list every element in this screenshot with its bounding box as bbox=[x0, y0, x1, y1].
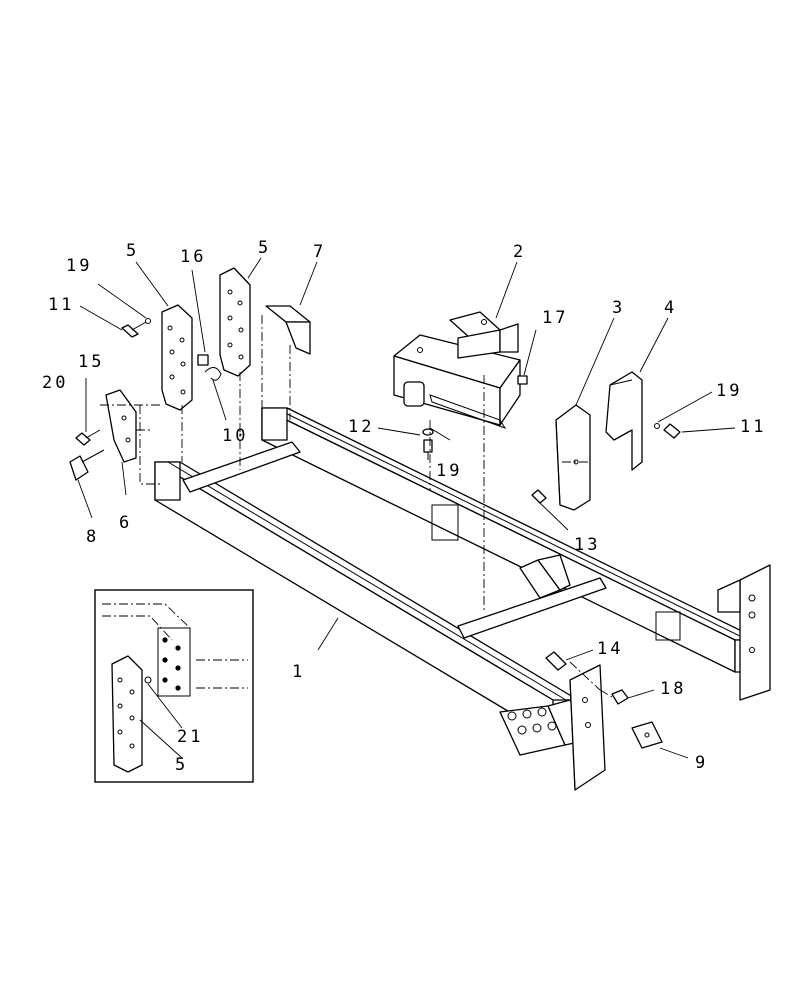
callout-16: 16 bbox=[180, 247, 206, 267]
callout-2: 2 bbox=[513, 242, 526, 262]
detail-inset bbox=[94, 589, 254, 783]
plate-5-left bbox=[161, 304, 193, 411]
callout-20: 20 bbox=[42, 373, 68, 393]
bolt-13 bbox=[531, 489, 547, 504]
pin-8 bbox=[69, 449, 105, 481]
callout-5-inset: 5 bbox=[175, 755, 188, 775]
callout-5-upper: 5 bbox=[258, 238, 271, 258]
plate-9 bbox=[631, 721, 663, 749]
callout-6: 6 bbox=[119, 513, 132, 533]
callout-3: 3 bbox=[612, 298, 625, 318]
plate-4 bbox=[605, 371, 643, 471]
callout-9: 9 bbox=[695, 753, 708, 773]
callout-21: 21 bbox=[177, 727, 203, 747]
callout-1: 1 bbox=[292, 662, 305, 682]
callout-18: 18 bbox=[660, 679, 686, 699]
bolt-11-right bbox=[654, 423, 681, 439]
callout-19-right: 19 bbox=[716, 381, 742, 401]
leader-lines bbox=[77, 257, 736, 759]
callout-12: 12 bbox=[348, 417, 374, 437]
pin-16 bbox=[197, 354, 209, 366]
bolt-14 bbox=[545, 651, 567, 671]
bolt-20 bbox=[75, 429, 101, 446]
callout-11-right: 11 bbox=[740, 417, 766, 437]
callout-5-left: 5 bbox=[126, 241, 139, 261]
callout-15: 15 bbox=[78, 352, 104, 372]
callout-11-left: 11 bbox=[48, 295, 74, 315]
callout-8: 8 bbox=[86, 527, 99, 547]
callout-4: 4 bbox=[664, 298, 677, 318]
bracket-6 bbox=[105, 389, 137, 463]
alignment-lines bbox=[100, 315, 613, 698]
nut-17 bbox=[517, 375, 528, 385]
nut-18 bbox=[611, 689, 629, 705]
bracket-7 bbox=[265, 305, 311, 355]
bolt-11-left bbox=[121, 321, 147, 338]
hitch-box-2 bbox=[393, 311, 521, 429]
main-frame bbox=[154, 407, 771, 791]
callout-10: 10 bbox=[222, 426, 248, 446]
plate-5-upper bbox=[219, 267, 251, 377]
bolt-12 bbox=[422, 428, 434, 460]
plate-3 bbox=[555, 404, 591, 511]
callout-19-center: 19 bbox=[436, 461, 462, 481]
callout-17: 17 bbox=[542, 308, 568, 328]
callout-7: 7 bbox=[313, 242, 326, 262]
callout-labels: 1 2 3 4 5 5 5 6 7 8 9 10 11 11 12 13 14 … bbox=[42, 238, 766, 775]
clip-10 bbox=[204, 367, 222, 381]
callout-13: 13 bbox=[574, 535, 600, 555]
callout-19-left: 19 bbox=[66, 256, 92, 276]
washer-19-left bbox=[145, 318, 151, 324]
callout-14: 14 bbox=[597, 639, 623, 659]
